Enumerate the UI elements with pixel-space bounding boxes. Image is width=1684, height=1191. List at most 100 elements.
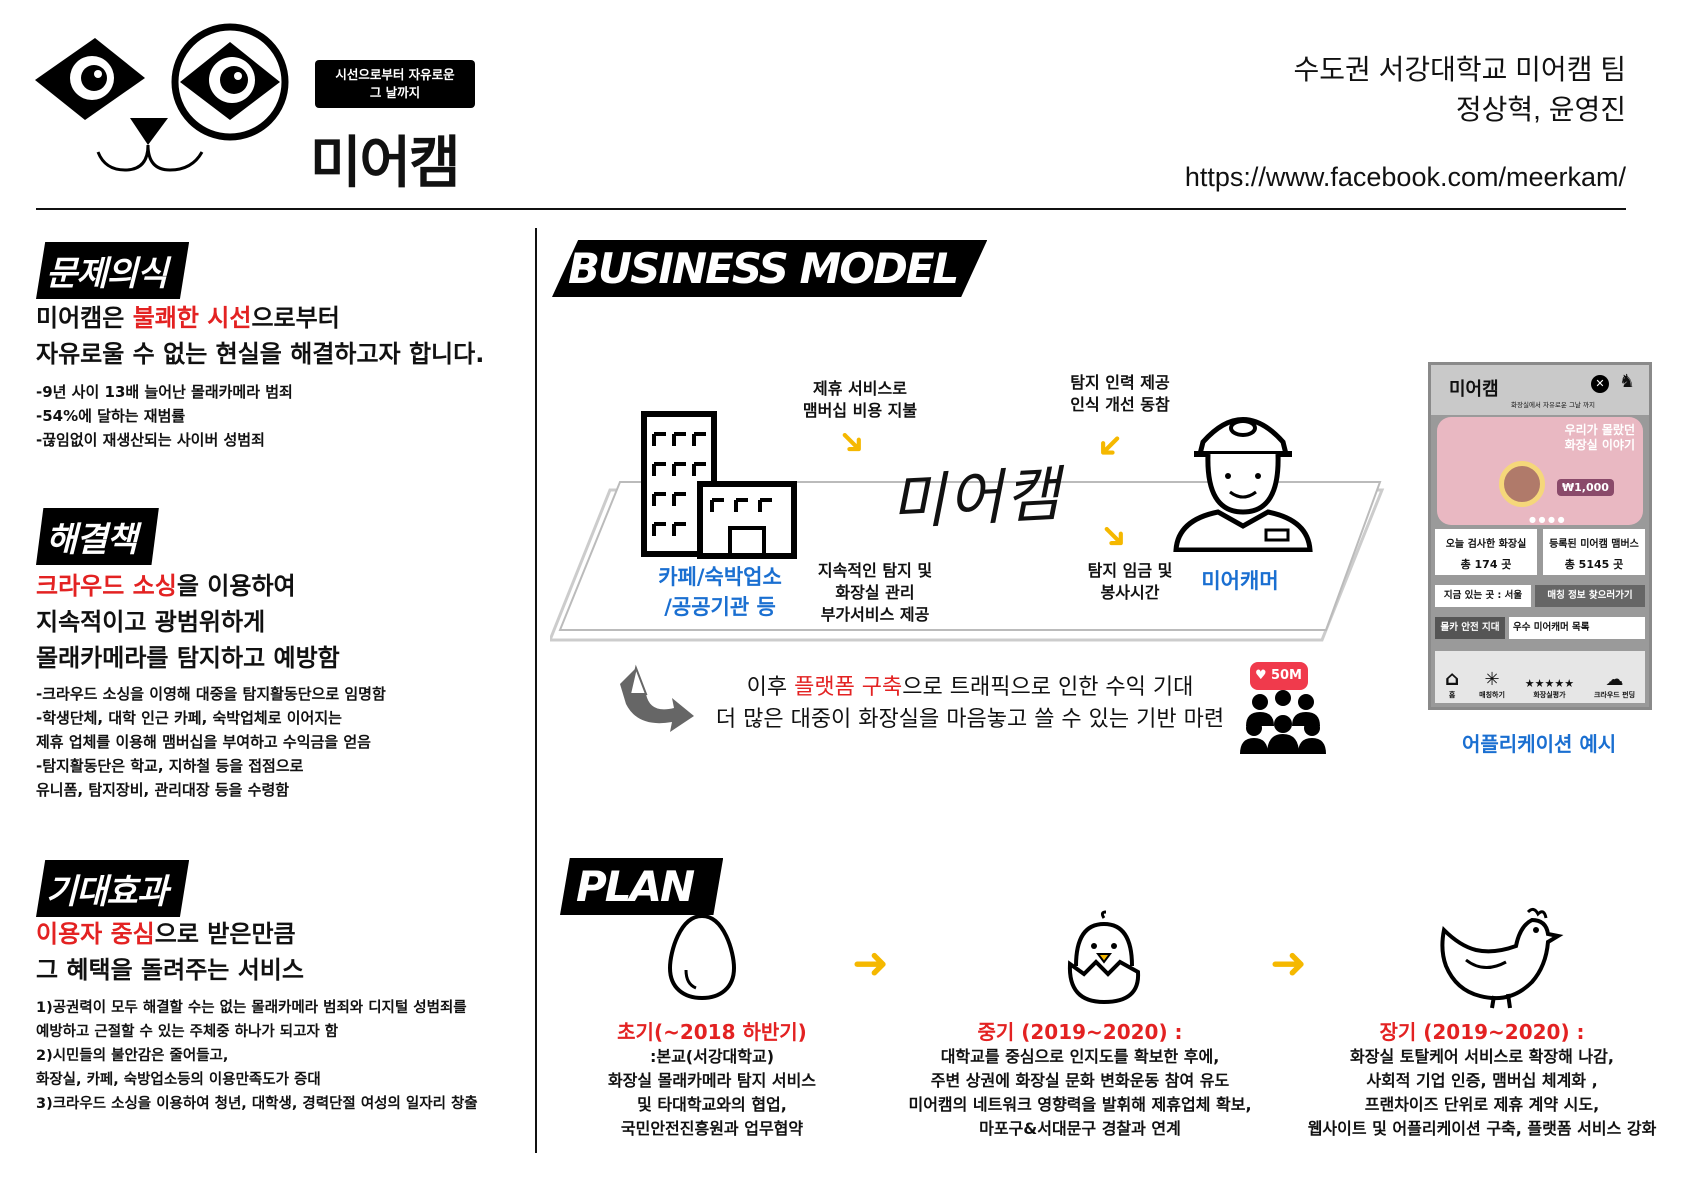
plan-stage-3-line: 웹사이트 및 어플리케이션 구축, 플랫폼 서비스 강화 [1307, 1119, 1657, 1138]
problem-headline-post: 으로부터 [251, 304, 340, 332]
plan-arrow-2-icon: ➜ [1270, 938, 1307, 989]
problem-headline-pre: 미어캠은 [36, 304, 133, 332]
plan-stage-2: 중기 (2019~2020) : 대학교를 중심으로 인지도를 확보한 후에, … [880, 1016, 1280, 1141]
solution-bullet: 제휴 업체를 이용해 맴버십을 부여하고 수익금을 얻음 [36, 733, 371, 751]
solution-tag: 해결책 [36, 508, 159, 565]
effect-headline-post: 으로 받은만큼 [154, 920, 296, 948]
slogan-box: 시선으로부터 자유로운 그 날까지 [315, 60, 475, 108]
chicken-icon [1440, 907, 1564, 1009]
nav-matching-label: 매칭하기 [1479, 691, 1505, 699]
text-bottom-left: 지속적인 탐지 및 화장실 관리 부가서비스 제공 [800, 560, 950, 626]
effect-headline-line2: 그 혜택을 돌려주는 서비스 [36, 956, 304, 984]
plan-stage-1-line: 및 타대학교와의 협업, [637, 1095, 787, 1114]
plan-stage-2-title: 중기 (2019~2020) : [977, 1020, 1183, 1044]
nav-home-label: 홈 [1448, 691, 1456, 699]
slogan-line-1: 시선으로부터 자유로운 [335, 67, 455, 82]
solution-bullets: -크라우드 소싱을 이영해 대중을 탐지활동단으로 임명함 -학생단체, 대학 … [36, 682, 386, 802]
donut-chart-icon [1499, 461, 1545, 507]
nav-rating[interactable]: ★★★★★화장실평가 [1525, 677, 1574, 700]
text-top-right-line1: 탐지 인력 제공 [1070, 373, 1170, 392]
app-header: 미어캠 화장실에서 자유로운 그날 까지 ✕ ♞ [1431, 365, 1649, 415]
effect-bullet: 2)시민들의 불안감은 줄어들고, [36, 1048, 229, 1064]
problem-headline: 미어캠은 불쾌한 시선으로부터 자유로울 수 없는 현실을 해결하고자 합니다. [36, 300, 484, 372]
plan-stage-3: 장기 (2019~2020) : 화장실 토탈케어 서비스로 확장해 나감, 사… [1290, 1016, 1674, 1141]
team-name: 수도권 서강대학교 미어캠 팀 [1293, 54, 1626, 85]
text-bottom-left-line2: 화장실 관리 [835, 583, 915, 602]
app-mockup: 미어캠 화장실에서 자유로운 그날 까지 ✕ ♞ 우리가 몰랐던 화장실 이야기… [1428, 362, 1652, 710]
solution-headline: 크라우드 소싱을 이용하여 지속적이고 광범위하게 몰래카메라를 탐지하고 예방… [36, 568, 340, 676]
solution-bullet: 유니폼, 탐지장비, 관리대장 등을 수령함 [36, 781, 290, 799]
plan-stage-1-line: :본교(서강대학교) [649, 1047, 775, 1066]
facebook-url-link[interactable]: https://www.facebook.com/meerkam/ [1184, 162, 1626, 192]
curved-arrow-icon [620, 664, 694, 732]
problem-headline-highlight: 불쾌한 시선 [132, 304, 252, 332]
text-bottom-left-line3: 부가서비스 제공 [820, 605, 930, 624]
meerkam-center-word: 미어캠 [888, 459, 1064, 539]
solution-headline-line2: 지속적이고 광범위하게 [36, 608, 266, 636]
app-caption: 어플리케이션 예시 [1462, 732, 1617, 756]
header-divider [36, 208, 1626, 210]
nav-funding[interactable]: ☁크라우드 펀딩 [1594, 669, 1635, 700]
network-icon: ✳ [1484, 669, 1500, 690]
app-top-meerkamer-label: 우수 미어캐머 목록 [1513, 622, 1590, 633]
text-top-left-line1: 제휴 서비스로 [813, 379, 907, 398]
plan-stage-1-text: :본교(서강대학교) 화장실 몰래카메라 탐지 서비스 및 타대학교와의 협업,… [562, 1045, 862, 1141]
plan-stage-2-line: 미어캠의 네트워크 영향력을 발휘해 제휴업체 확보, [908, 1095, 1252, 1114]
plan-stage-2-line: 대학교를 중심으로 인지도를 확보한 후에, [940, 1047, 1220, 1066]
nav-matching[interactable]: ✳매칭하기 [1479, 669, 1505, 700]
problem-bullet: -54%에 달하는 재범률 [36, 407, 186, 425]
app-banner[interactable]: 우리가 몰랐던 화장실 이야기 ₩1,000 ● ● ● ● [1437, 417, 1643, 525]
future-line2: 더 많은 대중이 화장실을 마음놓고 쓸 수 있는 기반 마련 [715, 707, 1225, 732]
text-bottom-left-line1: 지속적인 탐지 및 [817, 561, 933, 580]
app-top-meerkamer-button[interactable]: 우수 미어캐머 목록 [1509, 617, 1645, 639]
plan-stage-3-line: 사회적 기업 인증, 맴버십 체계화 , [1366, 1071, 1598, 1090]
effect-tag: 기대효과 [36, 860, 190, 917]
nav-home[interactable]: ⌂홈 [1445, 666, 1459, 700]
plan-tag: PLAN [560, 858, 724, 915]
column-divider [535, 228, 537, 1153]
partner-label-line1: 카페/숙박업소 [658, 565, 782, 589]
effect-headline: 이용자 중심으로 받은만큼 그 혜택을 돌려주는 서비스 [36, 916, 304, 988]
effect-bullet: 예방하고 근절할 수 있는 주체중 하나가 되고자 함 [36, 1024, 339, 1040]
plan-stage-2-line: 마포구&서대문구 경찰과 연계 [979, 1119, 1181, 1138]
plan-stage-2-text: 대학교를 중심으로 인지도를 확보한 후에, 주변 상권에 화장실 문화 변화운… [880, 1045, 1280, 1141]
app-card1-value: 총 174 곳 [1460, 558, 1512, 571]
solution-headline-post: 을 이용하여 [176, 572, 296, 600]
arrow-down-left-icon: ➜ [1086, 421, 1135, 471]
text-top-right-line2: 인식 개선 동참 [1070, 395, 1170, 414]
future-text: 이후 플랫폼 구축으로 트래픽으로 인한 수익 기대 더 많은 대중이 화장실을… [690, 672, 1250, 736]
app-card-members[interactable]: 등록된 미어캠 맴버스 총 5145 곳 [1543, 529, 1645, 575]
likes-badge: ♥ 50M [1250, 662, 1308, 690]
problem-bullet: -끊임없이 재생산되는 사이버 성범죄 [36, 431, 265, 449]
plan-stage-3-line: 프랜차이즈 단위로 제휴 계약 시도, [1364, 1095, 1600, 1114]
plan-stage-1-line: 국민안전진흥원과 업무협약 [620, 1119, 804, 1138]
egg-icon [667, 913, 737, 1001]
problem-bullet: -9년 사이 13배 늘어난 몰래카메라 범죄 [36, 383, 293, 401]
likes-count: 50M [1270, 668, 1302, 683]
problem-bullets: -9년 사이 13배 늘어난 몰래카메라 범죄 -54%에 달하는 재범률 -끊… [36, 380, 293, 452]
building-icon [641, 411, 797, 559]
app-card-checked[interactable]: 오늘 검사한 화장실 총 174 곳 [1435, 529, 1537, 575]
partner-label-line2: /공공기관 등 [664, 595, 776, 619]
home-icon: ⌂ [1444, 666, 1460, 690]
plan-stage-3-line: 화장실 토탈케어 서비스로 확장해 나감, [1350, 1047, 1614, 1066]
app-safe-zone-button[interactable]: 몰카 안전 지대 [1435, 617, 1505, 639]
plan-stage-1-title: 초기(~2018 하반기) [617, 1020, 807, 1044]
slogan-line-2: 그 날까지 [369, 85, 421, 100]
plan-stage-2-line: 주변 상권에 화장실 문화 변화운동 참여 유도 [930, 1071, 1230, 1090]
plan-stage-1-line: 화장실 몰래카메라 탐지 서비스 [607, 1071, 817, 1090]
app-banner-price: ₩1,000 [1557, 479, 1614, 496]
app-banner-line1: 우리가 몰랐던 [1564, 423, 1635, 437]
carousel-dots[interactable]: ● ● ● ● [1529, 515, 1565, 524]
meerkamer-label: 미어캐머 [1201, 569, 1279, 593]
app-nav-bar: ⌂홈 ✳매칭하기 ★★★★★화장실평가 ☁크라우드 펀딩 [1435, 651, 1645, 703]
problem-headline-line2: 자유로울 수 없는 현실을 해결하고자 합니다. [36, 340, 485, 368]
heart-icon: ♥ [1255, 668, 1267, 683]
plan-stage-3-text: 화장실 토탈케어 서비스로 확장해 나감, 사회적 기업 인증, 맴버십 체계화… [1290, 1045, 1674, 1141]
app-card1-title: 오늘 검사한 화장실 [1445, 539, 1527, 550]
no-camera-icon: ✕ [1591, 375, 1609, 393]
stars-icon: ★★★★★ [1524, 677, 1575, 690]
app-card2-value: 총 5145 곳 [1564, 558, 1624, 571]
app-find-button[interactable]: 매칭 정보 찾으러가기 [1535, 585, 1645, 607]
future-pre: 이후 [746, 675, 795, 700]
